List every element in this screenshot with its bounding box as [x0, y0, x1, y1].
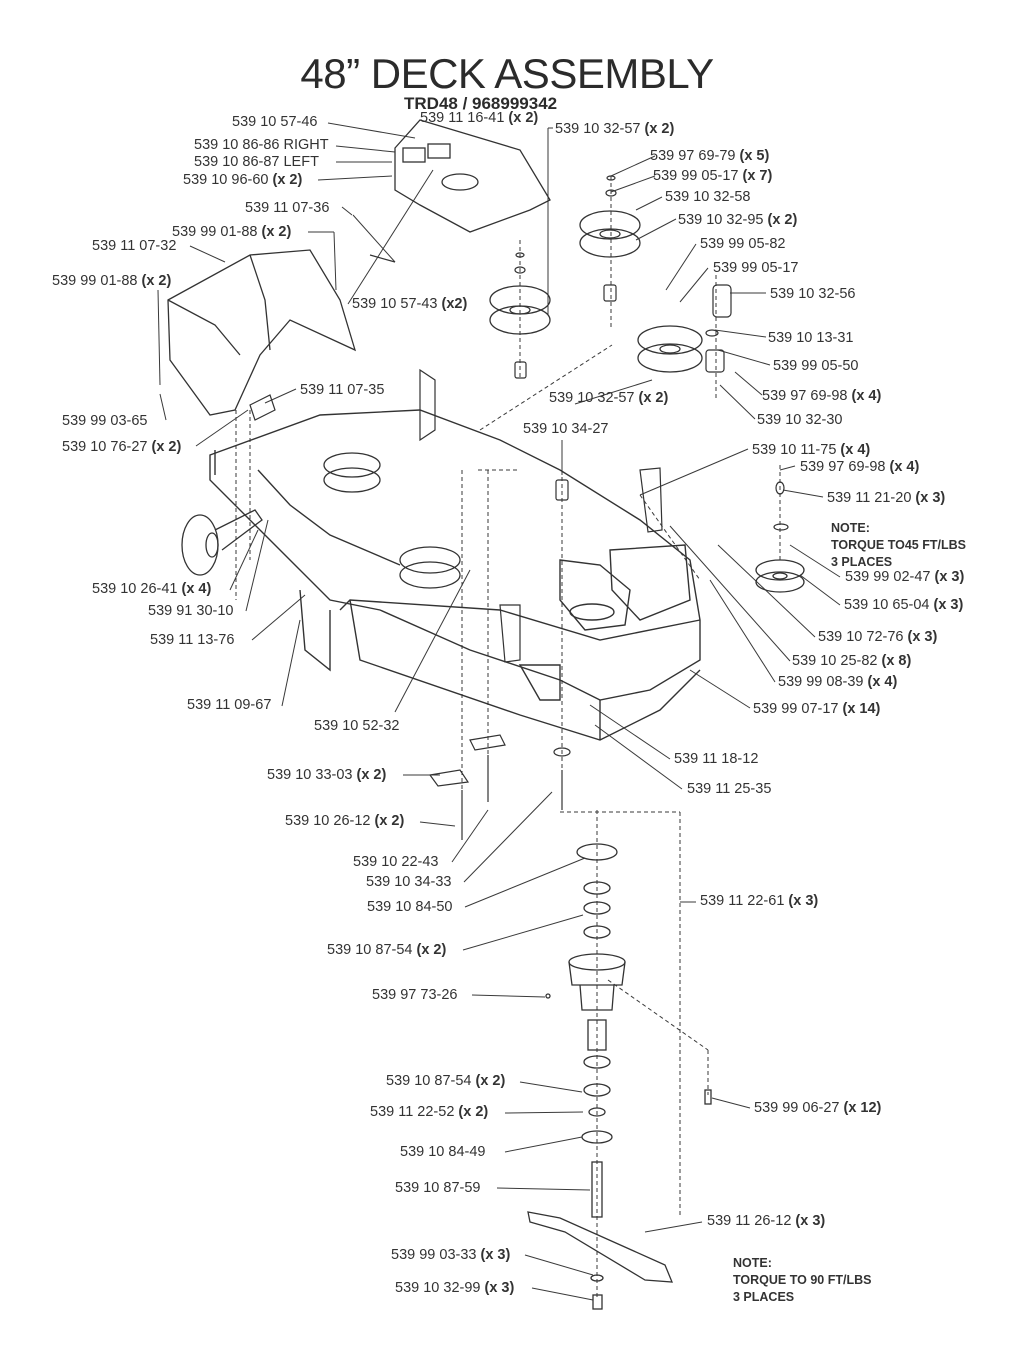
part-label: 539 97 69-98 (x 4) — [800, 459, 920, 475]
part-label: 539 10 32-57 (x 2) — [549, 390, 669, 406]
part-label: 539 97 69-98 (x 4) — [762, 388, 882, 404]
part-label: 539 99 05-17 — [713, 260, 799, 276]
spindle-stack — [527, 843, 712, 1310]
part-label: 539 99 05-50 — [773, 358, 859, 374]
pulleys — [323, 210, 805, 593]
part-label: 539 10 33-03 (x 2) — [267, 767, 387, 783]
part-label: 539 99 05-17 (x 7) — [653, 168, 773, 184]
part-label: 539 10 57-43 (x2) — [352, 296, 468, 312]
part-label: 539 11 25-35 — [687, 781, 772, 797]
part-label: 539 99 07-17 (x 14) — [753, 701, 881, 717]
part-label: 539 99 02-47 (x 3) — [845, 569, 965, 585]
part-label: 539 10 57-46 — [232, 114, 318, 130]
torque-note: NOTE: TORQUE TO 90 FT/LBS 3 PLACES — [733, 1256, 872, 1304]
belt-cover — [394, 119, 551, 233]
part-label: 539 11 13-76 — [150, 632, 235, 648]
part-label: 539 99 01-88 (x 2) — [172, 224, 292, 240]
part-label: 539 10 26-12 (x 2) — [285, 813, 405, 829]
hardware — [249, 175, 789, 840]
part-label: 539 10 52-32 — [314, 718, 400, 734]
part-label: 539 11 09-67 — [187, 697, 272, 713]
part-label: 539 10 86-86 RIGHT — [194, 137, 329, 153]
part-label: 539 10 22-43 — [353, 854, 439, 870]
part-label: 539 10 87-54 (x 2) — [386, 1073, 506, 1089]
gauge-wheel — [181, 509, 263, 576]
part-label: 539 11 26-12 (x 3) — [707, 1213, 826, 1229]
part-label: 539 10 32-99 (x 3) — [395, 1280, 515, 1296]
part-label: 539 99 03-33 (x 3) — [391, 1247, 511, 1263]
part-label: 539 10 11-75 (x 4) — [752, 442, 871, 458]
part-label: 539 99 06-27 (x 12) — [754, 1100, 882, 1116]
part-label: 539 11 07-35 — [300, 382, 385, 398]
part-label: 539 10 32-57 (x 2) — [555, 121, 675, 137]
part-label: 539 99 03-65 — [62, 413, 148, 429]
part-label: 539 11 22-52 (x 2) — [370, 1104, 489, 1120]
part-label: 539 10 25-82 (x 8) — [792, 653, 912, 669]
part-label: 539 10 87-54 (x 2) — [327, 942, 447, 958]
part-label: 539 10 26-41 (x 4) — [92, 581, 212, 597]
torque-note: NOTE: TORQUE TO45 FT/LBS 3 PLACES — [831, 521, 966, 569]
part-label: 539 10 32-30 — [757, 412, 843, 428]
part-label: 539 97 73-26 — [372, 987, 458, 1003]
part-label: 539 99 08-39 (x 4) — [778, 674, 898, 690]
part-label: 539 91 30-10 — [148, 603, 234, 619]
part-label: 539 99 01-88 (x 2) — [52, 273, 172, 289]
part-label: 539 10 87-59 — [395, 1180, 481, 1196]
part-label: 539 11 16-41 (x 2) — [420, 110, 539, 126]
part-label: 539 10 96-60 (x 2) — [183, 172, 303, 188]
part-label: 539 11 22-61 (x 3) — [700, 893, 819, 909]
leader-lines — [157, 122, 841, 1301]
part-label: 539 10 84-49 — [400, 1144, 486, 1160]
part-label: 539 11 07-32 — [92, 238, 177, 254]
center-lines — [235, 176, 781, 1300]
part-label: 539 11 07-36 — [245, 200, 330, 216]
part-label: 539 10 32-95 (x 2) — [678, 212, 798, 228]
part-label: 539 10 72-76 (x 3) — [818, 629, 938, 645]
model-number: TRD48 / 968999342 — [404, 94, 558, 113]
discharge-chute — [167, 249, 357, 416]
part-label: 539 99 05-82 — [700, 236, 786, 252]
diagram-title: 48” DECK ASSEMBLY — [300, 50, 714, 97]
part-label: 539 10 34-27 — [523, 421, 609, 437]
part-label: 539 11 18-12 — [674, 751, 759, 767]
part-label: 539 10 34-33 — [366, 874, 452, 890]
part-label: 539 10 65-04 (x 3) — [844, 597, 964, 613]
part-label: 539 11 21-20 (x 3) — [827, 490, 946, 506]
part-label: 539 10 32-58 — [665, 189, 751, 205]
part-label: 539 97 69-79 (x 5) — [650, 148, 770, 164]
part-label: 539 10 76-27 (x 2) — [62, 439, 182, 455]
part-label: 539 10 32-56 — [770, 286, 856, 302]
deck-shell — [209, 409, 701, 741]
part-label: 539 10 13-31 — [768, 330, 854, 346]
part-label: 539 10 84-50 — [367, 899, 453, 915]
part-label: 539 10 86-87 LEFT — [194, 154, 319, 170]
